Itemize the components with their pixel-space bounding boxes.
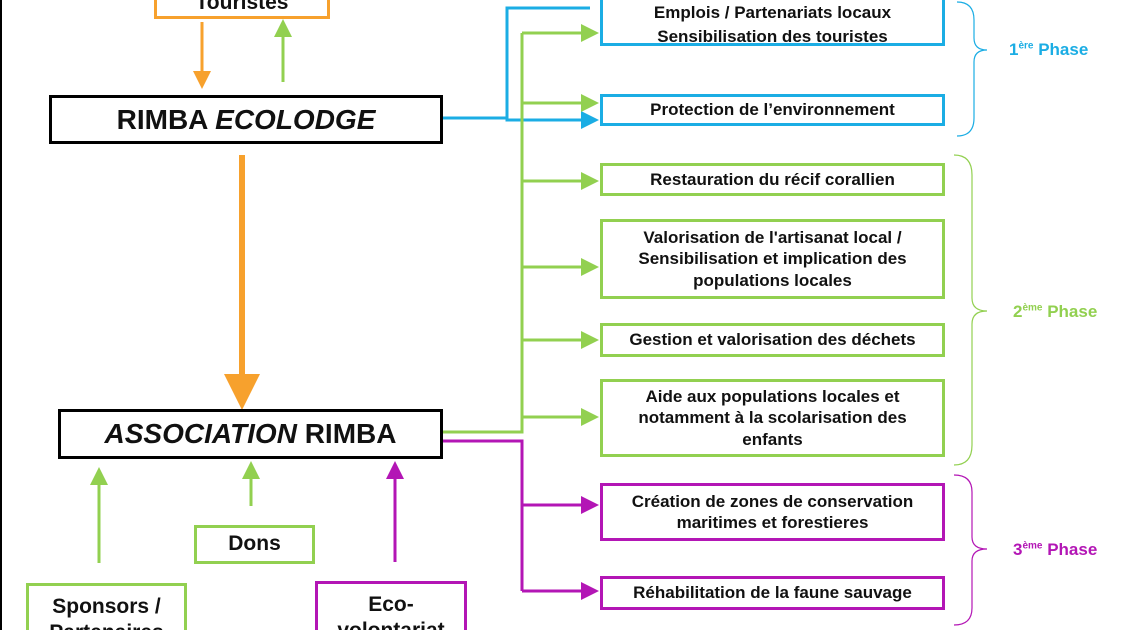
green-trunk: [442, 33, 524, 434]
creation-box: Création de zones de conservation mariti…: [600, 483, 945, 541]
sponsors-box: Sponsors /Partenaires: [26, 583, 187, 630]
brace-phase-2: [953, 154, 988, 466]
aide-box: Aide aux populations locales et notammen…: [600, 379, 945, 457]
brace-phase-1: [956, 1, 988, 137]
dons-box: Dons: [194, 525, 315, 564]
phase-3-label: 3ème Phase: [1013, 540, 1098, 559]
eco-volontariat-box: Eco-volontariat: [315, 581, 467, 630]
purple-connector: [442, 439, 524, 591]
brace-phase-3: [953, 474, 988, 626]
phase-1-label: 1ère Phase: [1009, 40, 1089, 59]
protection-box: Protection de l’environnement: [600, 94, 945, 126]
gestion-box: Gestion et valorisation des déchets: [600, 323, 945, 357]
blue-connector: [442, 6, 590, 120]
valorisation-box: Valorisation de l'artisanat local / Sens…: [600, 219, 945, 299]
phase-2-label: 2ème Phase: [1013, 302, 1098, 321]
rimba-ecolodge-box: RIMBA ECOLODGE: [49, 95, 443, 144]
association-rimba-box: ASSOCIATION RIMBA: [58, 409, 443, 459]
rehabilitation-box: Réhabilitation de la faune sauvage: [600, 576, 945, 610]
touristes-box: Touristes: [154, 0, 330, 19]
restauration-box: Restauration du récif corallien: [600, 163, 945, 196]
